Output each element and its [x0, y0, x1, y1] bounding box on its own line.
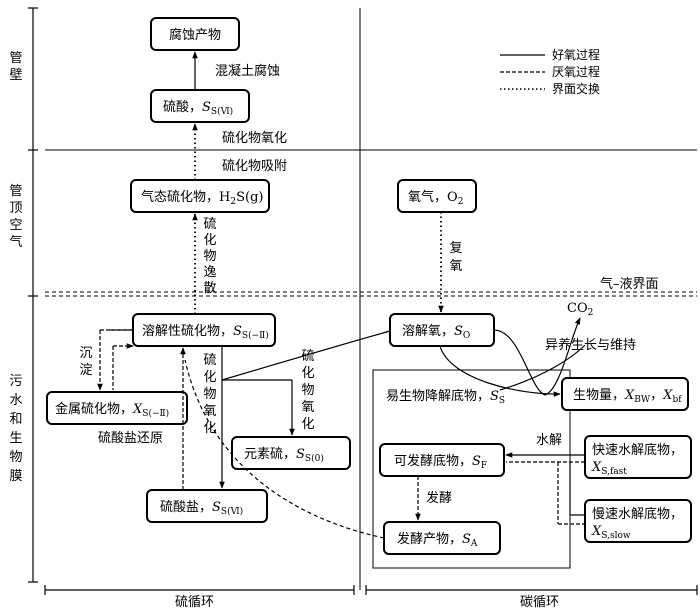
legend-interface: 界面交换	[552, 81, 600, 96]
v-oxmid-char: 化	[203, 421, 216, 436]
zone-wall-v-char: 壁	[9, 68, 22, 83]
node-slow-hydrolysable-symbol: XS,slow	[591, 524, 631, 541]
node-elemental-sulfur: 元素硫，SS(0)	[231, 436, 351, 470]
node-fermentation-product-label: 发酵产物，SA	[397, 531, 478, 549]
v-escape-char: 化	[203, 233, 216, 248]
node-fermentable-substrate-label: 可发酵底物，SF	[394, 453, 487, 471]
zone-bio-v-char: 和	[9, 412, 22, 427]
node-readily-biodegradable-label: 易生物降解底物，SS	[386, 388, 505, 406]
node-fermentable-substrate: 可发酵底物，SF	[379, 443, 505, 477]
node-fermentation-product: 发酵产物，SA	[383, 521, 501, 555]
node-corrosion-product: 腐蚀产物	[150, 17, 240, 51]
label-sulfide-oxidation-right: 硫化物氧化	[301, 349, 314, 432]
legend-aerobic: 好氧过程	[552, 47, 600, 62]
node-dissolved-sulfide: 溶解性硫化物，SS(−Ⅱ)	[132, 313, 276, 347]
node-sulfate: 硫酸盐，SS(Ⅵ)	[146, 489, 268, 523]
label-reaeration: 复氧	[449, 241, 462, 274]
node-dissolved-oxygen-label: 溶解氧，SO	[402, 324, 470, 341]
label-sulfide-oxidation-top: 硫化物氧化	[222, 131, 287, 146]
zone-bio-v-char: 污	[9, 374, 22, 389]
gas-liquid-interface-label: 气–液界面	[600, 276, 659, 292]
zone-bio-v-char: 生	[9, 431, 22, 446]
node-sulfuric-acid-label: 硫酸，SS(Ⅵ)	[163, 100, 233, 117]
zone-bio-v-char: 膜	[9, 469, 22, 484]
v-oxmid-char: 氧	[203, 404, 216, 419]
v-reaeration-char: 复	[449, 241, 462, 256]
node-slow-hydrolysable-label: 慢速水解底物，	[592, 506, 683, 522]
zone-label-wall-vertical: 管壁	[9, 51, 22, 83]
label-hydrolysis: 水解	[536, 433, 562, 448]
label-sulfide-oxidation-mid: 硫化物氧化	[203, 353, 216, 436]
v-oxright-char: 化	[301, 366, 314, 381]
node-fast-hydrolysable-symbol: XS,fast	[591, 460, 627, 477]
node-sulfuric-acid: 硫酸，SS(Ⅵ)	[150, 89, 250, 123]
legend-anaerobic: 厌氧过程	[552, 64, 600, 79]
v-oxright-char: 硫	[301, 349, 314, 364]
node-slow-hydrolysable: 慢速水解底物， XS,slow	[584, 499, 692, 543]
v-escape-char: 硫	[203, 217, 216, 232]
node-co2-label: CO2	[567, 301, 593, 318]
zone-bio-v-char: 水	[9, 393, 22, 408]
node-oxygen: 氧气，O2	[397, 179, 477, 213]
v-escape-char: 逸	[203, 265, 216, 280]
node-metal-sulfide-label: 金属硫化物，XS(−Ⅱ)	[55, 401, 169, 419]
node-dissolved-oxygen: 溶解氧，SO	[389, 313, 495, 347]
v-oxright-char: 物	[301, 383, 314, 398]
edge-fermentation-to-sulfate-reduction	[184, 359, 385, 539]
v-precip-char: 沉	[79, 346, 92, 361]
node-biomass: 生物量，XBW，Xbf	[561, 377, 689, 411]
v-oxmid-char: 物	[203, 387, 216, 402]
node-dissolved-sulfide-label: 溶解性硫化物，SS(−Ⅱ)	[142, 324, 269, 341]
node-oxygen-label: 氧气，O2	[408, 189, 463, 207]
label-concrete-corrosion: 混凝土腐蚀	[215, 63, 280, 79]
zone-air-v-char: 气	[9, 234, 22, 250]
node-gaseous-sulfide: 气态硫化物，H2S(g)	[130, 179, 270, 213]
zone-frame	[28, 7, 698, 595]
sulfur-cycle-label: 硫循环	[175, 595, 214, 610]
label-fermentation: 发酵	[426, 490, 452, 506]
zone-air-v-char: 空	[9, 218, 22, 233]
v-oxright-char: 化	[301, 417, 314, 432]
zone-wall-v-char: 管	[9, 51, 22, 66]
node-fast-hydrolysable-label: 快速水解底物，	[592, 442, 683, 458]
v-oxmid-char: 化	[203, 370, 216, 385]
label-sulfate-reduction: 硫酸盐还原	[98, 431, 163, 446]
edge-growth-maintenance	[499, 344, 586, 391]
zone-air-v-char: 顶	[9, 201, 22, 216]
v-escape-char: 物	[203, 249, 216, 264]
carbon-cycle-label: 碳循环	[520, 595, 559, 610]
node-sulfate-label: 硫酸盐，SS(Ⅵ)	[160, 500, 243, 517]
v-precip-char: 淀	[79, 363, 92, 378]
edge-sulfide-oxidation-oxygen	[221, 330, 391, 381]
node-metal-sulfide: 金属硫化物，XS(−Ⅱ)	[46, 391, 188, 425]
label-precipitation: 沉淀	[79, 346, 92, 378]
zone-bio-v-char: 物	[9, 450, 22, 465]
node-gaseous-sulfide-label: 气态硫化物，H2S(g)	[141, 189, 263, 207]
legend: 好氧过程 厌氧过程 界面交换	[500, 47, 600, 96]
node-corrosion-product-label: 腐蚀产物	[169, 28, 221, 43]
node-fast-hydrolysable: 快速水解底物， XS,fast	[584, 435, 692, 479]
zone-air-v-char: 管	[9, 184, 22, 199]
edge-oxygen-to-co2	[493, 317, 581, 396]
v-oxmid-char: 硫	[203, 353, 216, 368]
v-reaeration-char: 氧	[449, 259, 462, 274]
node-elemental-sulfur-label: 元素硫，SS(0)	[244, 447, 324, 464]
v-oxright-char: 氧	[301, 400, 314, 415]
edges	[97, 51, 586, 539]
edge-growth-to-biomass	[439, 345, 561, 397]
node-biomass-label: 生物量，XBW，Xbf	[573, 388, 682, 405]
label-heterotrophic-growth: 异养生长与维持	[545, 337, 636, 353]
label-sulfide-adsorption: 硫化物吸附	[222, 159, 287, 174]
v-escape-char: 散	[203, 281, 216, 296]
